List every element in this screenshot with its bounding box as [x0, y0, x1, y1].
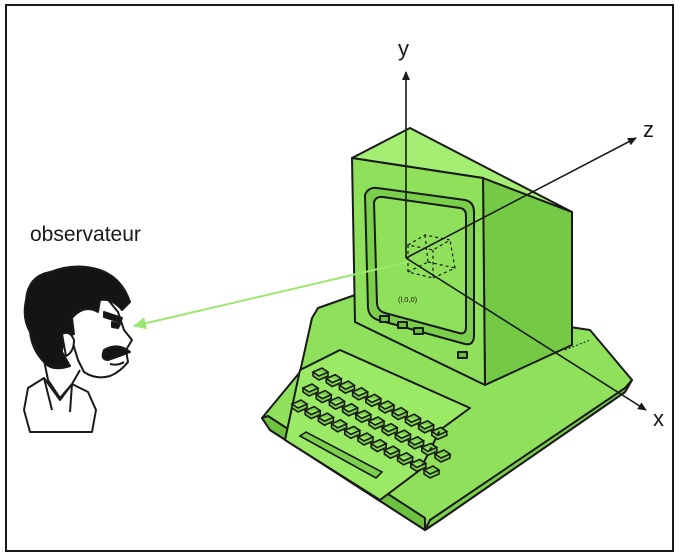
y-axis-label: y	[398, 36, 409, 61]
monitor-button	[458, 352, 467, 358]
x-axis-label: x	[653, 406, 664, 431]
observer-label: observateur	[30, 223, 141, 246]
observer-head	[24, 266, 132, 432]
z-axis-label: z	[643, 117, 654, 142]
ear	[62, 333, 74, 356]
monitor-button	[414, 328, 423, 334]
monitor-button	[398, 322, 407, 328]
screen	[374, 197, 466, 334]
monitor-button	[380, 316, 389, 322]
origin-label: (l,0,0)	[398, 295, 418, 304]
